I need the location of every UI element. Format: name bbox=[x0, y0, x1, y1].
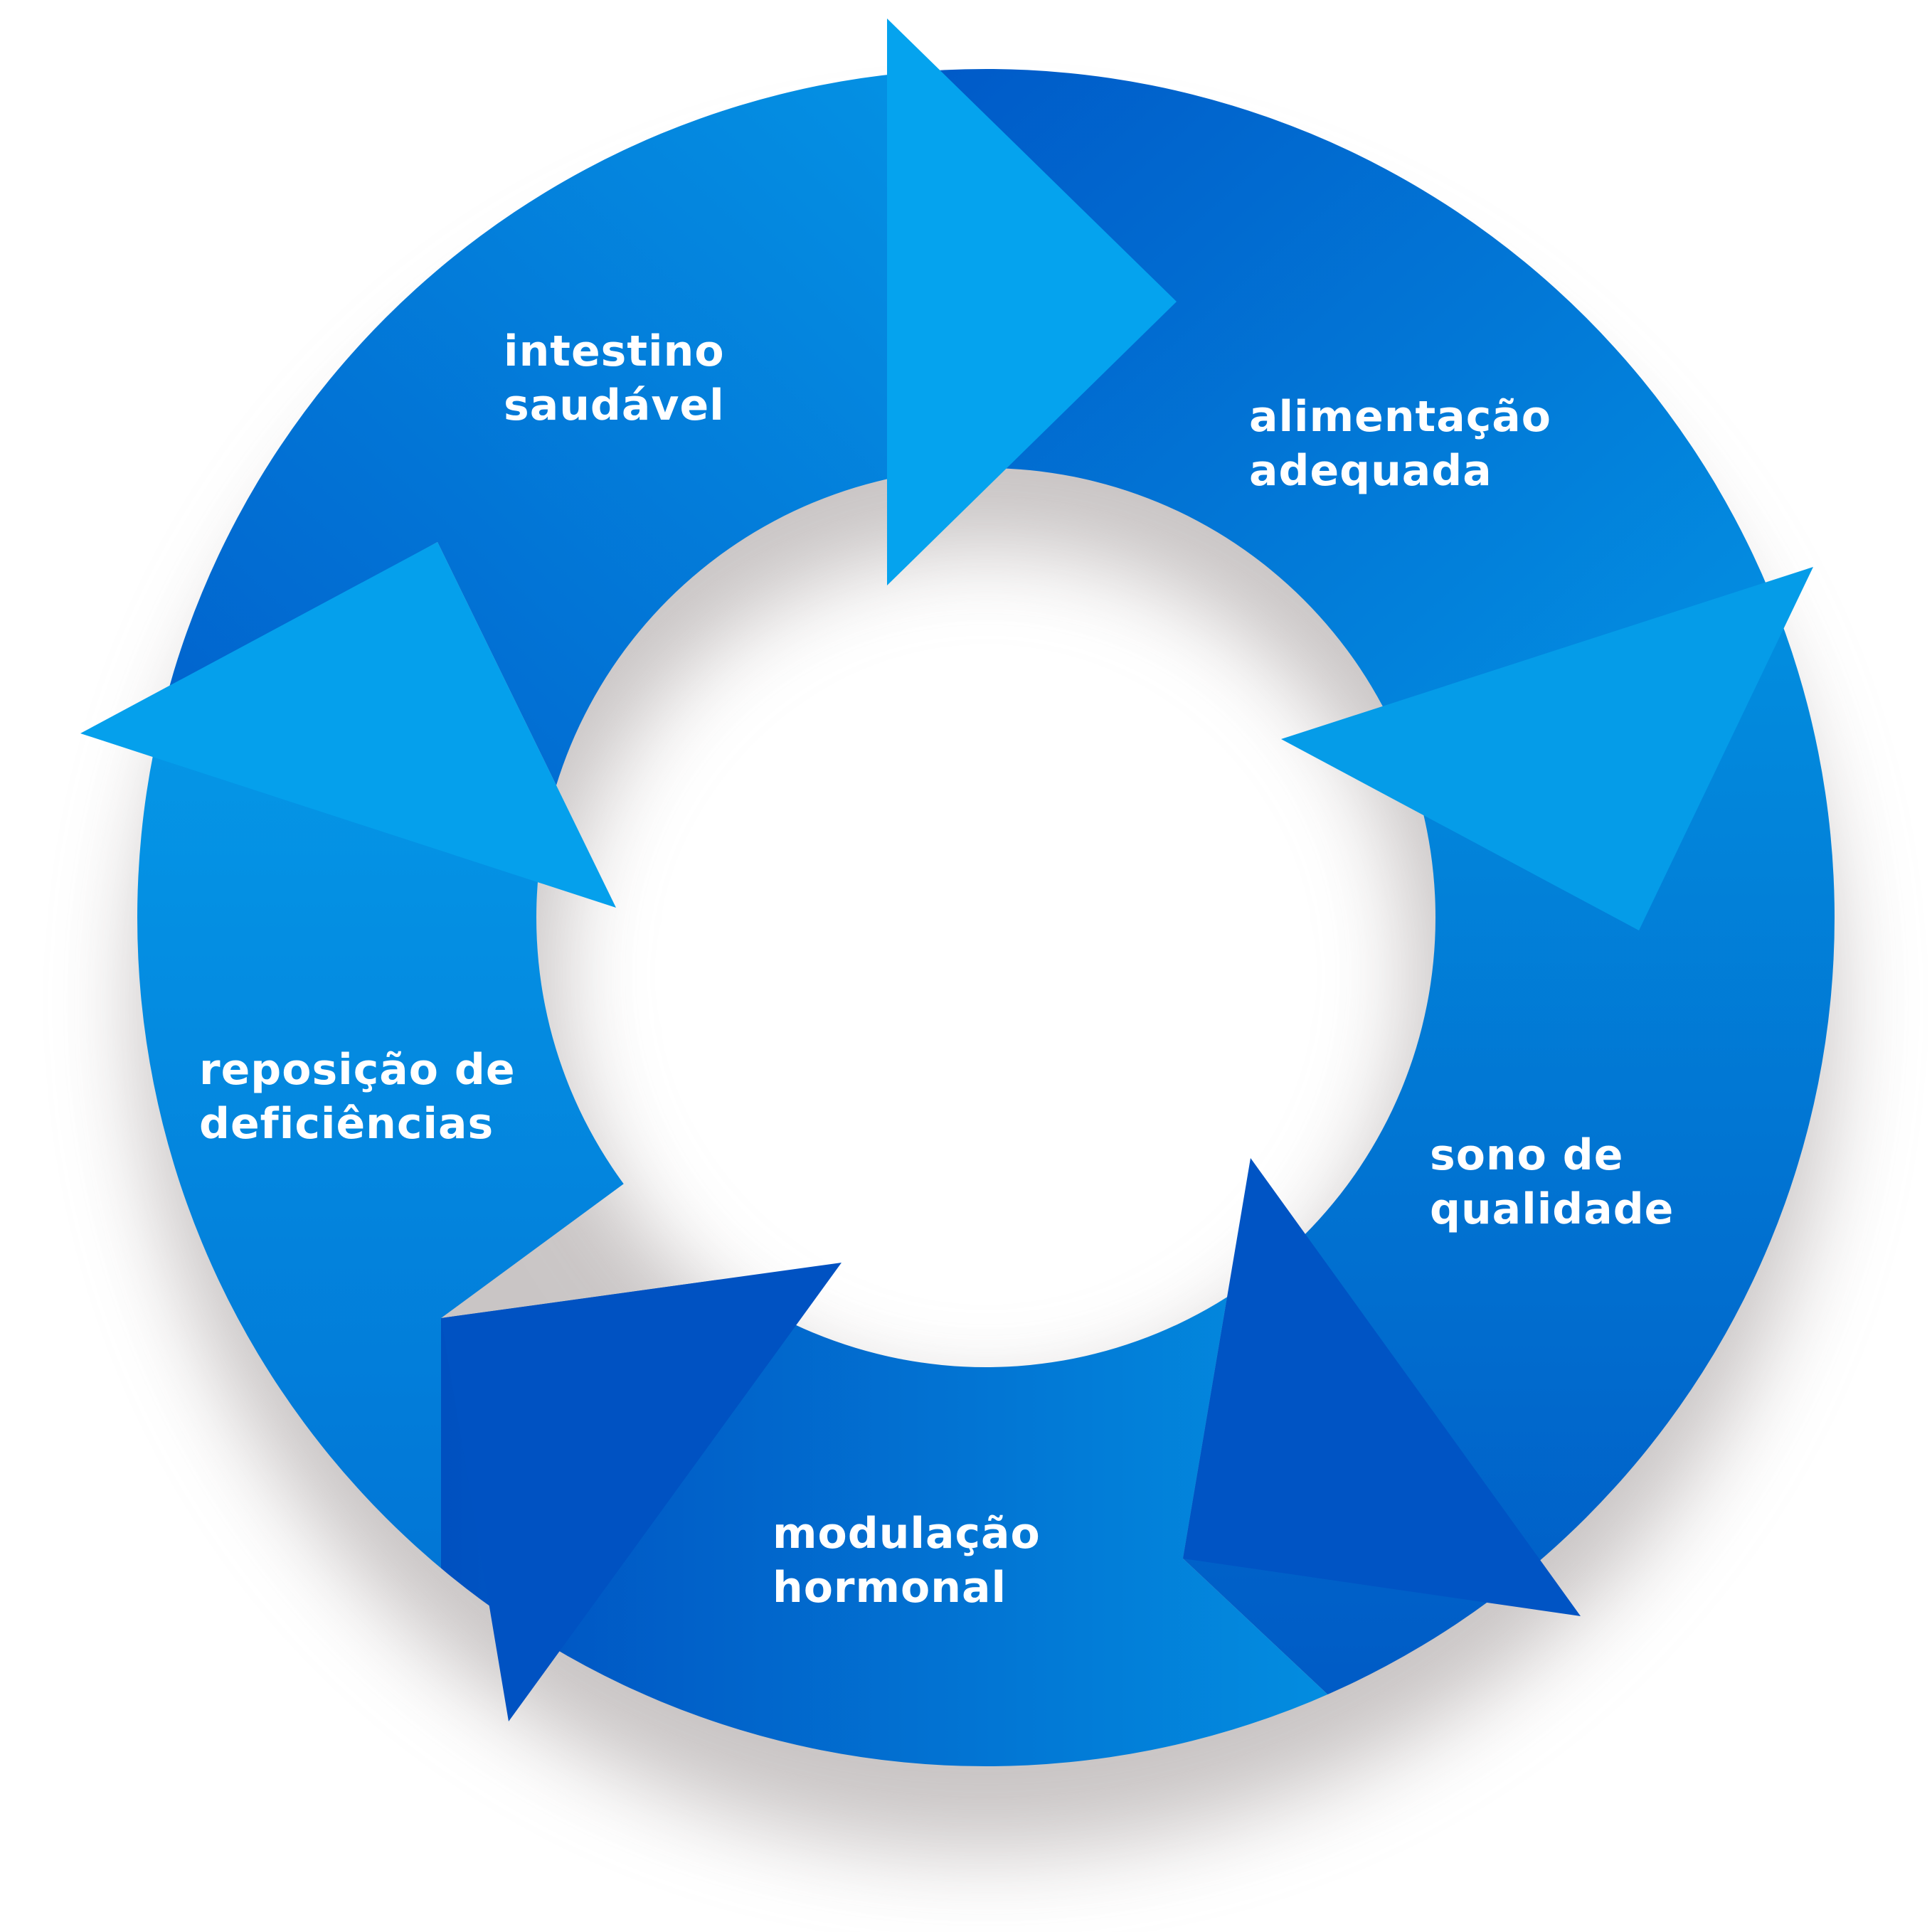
segment-sono bbox=[986, 567, 1932, 1932]
step-label-line: saudável bbox=[504, 381, 725, 430]
arrowhead-sono-to-modulacao bbox=[1183, 1158, 1581, 1616]
arrowhead-alimentacao-to-sono bbox=[1281, 567, 1813, 930]
step-label-alimentacao: alimentação adequada bbox=[1249, 390, 1551, 498]
segment-reposicao bbox=[0, 733, 986, 1932]
step-label-sono: sono de qualidade bbox=[1430, 1128, 1674, 1236]
arrowhead-intestino-to-alimentacao bbox=[887, 18, 1177, 585]
step-label-intestino: intestino saudável bbox=[504, 324, 725, 432]
step-label-modulacao: modulação hormonal bbox=[773, 1507, 1041, 1615]
step-label-line: hormonal bbox=[773, 1563, 1007, 1613]
step-label-line: intestino bbox=[504, 327, 725, 376]
step-label-reposicao: reposição de deficiências bbox=[199, 1043, 516, 1151]
arrowhead-modulacao-to-reposicao bbox=[441, 1263, 842, 1721]
step-label-line: reposição de bbox=[199, 1045, 516, 1095]
segment-alimentacao bbox=[887, 0, 1932, 918]
step-label-line: modulação bbox=[773, 1509, 1041, 1559]
step-label-line: sono de bbox=[1430, 1130, 1624, 1180]
segment-intestino bbox=[0, 0, 986, 918]
step-label-line: alimentação bbox=[1249, 392, 1551, 442]
arrowhead-reposicao-to-intestino bbox=[80, 542, 616, 908]
step-label-line: deficiências bbox=[199, 1099, 494, 1149]
segment-modulacao bbox=[441, 918, 1581, 1932]
step-label-line: adequada bbox=[1249, 446, 1492, 496]
step-label-line: qualidade bbox=[1430, 1184, 1674, 1234]
